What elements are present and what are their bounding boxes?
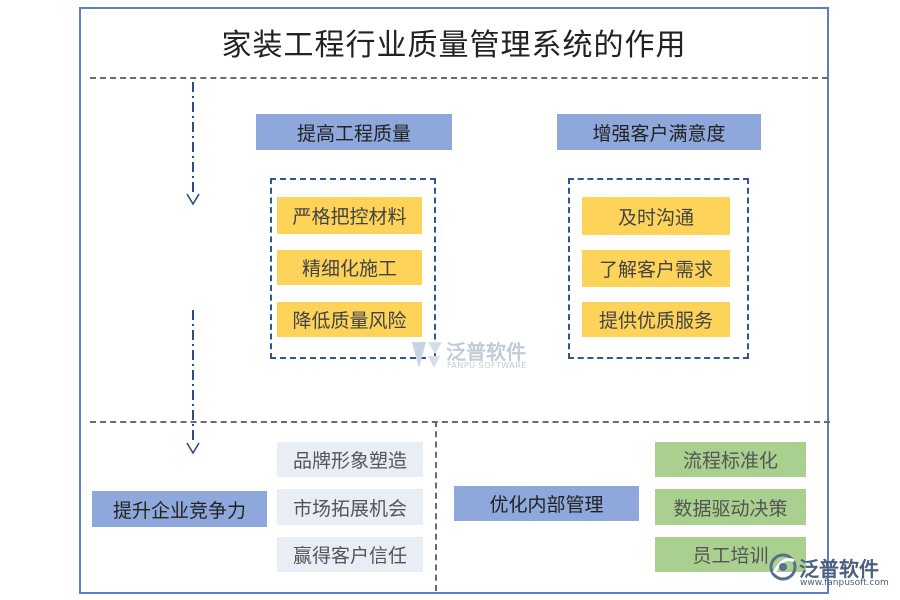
corner-watermark-brand: 泛普软件	[799, 557, 879, 581]
item-earn-trust: 赢得客户信任	[277, 537, 423, 572]
item-data-driven: 数据驱动决策	[655, 489, 806, 525]
bottom-vertical-separator	[435, 421, 437, 591]
down-arrow-icon	[186, 442, 200, 455]
flow-line-bottom	[192, 310, 194, 442]
item-understand-needs: 了解客户需求	[582, 250, 730, 287]
fanpu-logo-icon	[412, 342, 442, 368]
item-reduce-risk: 降低质量风险	[277, 302, 422, 337]
item-fine-construction: 精细化施工	[277, 250, 422, 285]
flow-line-top	[192, 82, 194, 194]
top-separator	[90, 77, 828, 79]
outer-frame	[79, 7, 829, 594]
fanpu-corner-logo-icon	[769, 553, 797, 581]
category-competitiveness: 提升企业竞争力	[92, 491, 267, 527]
item-quality-service: 提供优质服务	[582, 302, 730, 337]
item-process-standardization: 流程标准化	[655, 442, 806, 477]
down-arrow-icon	[186, 193, 200, 206]
item-market-expansion: 市场拓展机会	[277, 489, 423, 525]
category-internal-management: 优化内部管理	[454, 486, 639, 521]
page-title: 家装工程行业质量管理系统的作用	[221, 28, 687, 63]
watermark-brand: 泛普软件	[446, 340, 526, 364]
item-control-materials: 严格把控材料	[277, 197, 422, 234]
item-brand-image: 品牌形象塑造	[277, 442, 423, 477]
satisfaction-items-group	[568, 178, 749, 359]
middle-separator	[90, 421, 830, 423]
quality-items-group	[270, 178, 436, 359]
category-improve-quality: 提高工程质量	[256, 114, 452, 150]
category-customer-satisfaction: 增强客户满意度	[557, 114, 761, 150]
item-timely-communication: 及时沟通	[582, 197, 730, 235]
watermark-brand-en: FANPU SOFTWARE	[447, 361, 527, 370]
corner-watermark-url: www.fanpusoft.com	[800, 578, 889, 588]
